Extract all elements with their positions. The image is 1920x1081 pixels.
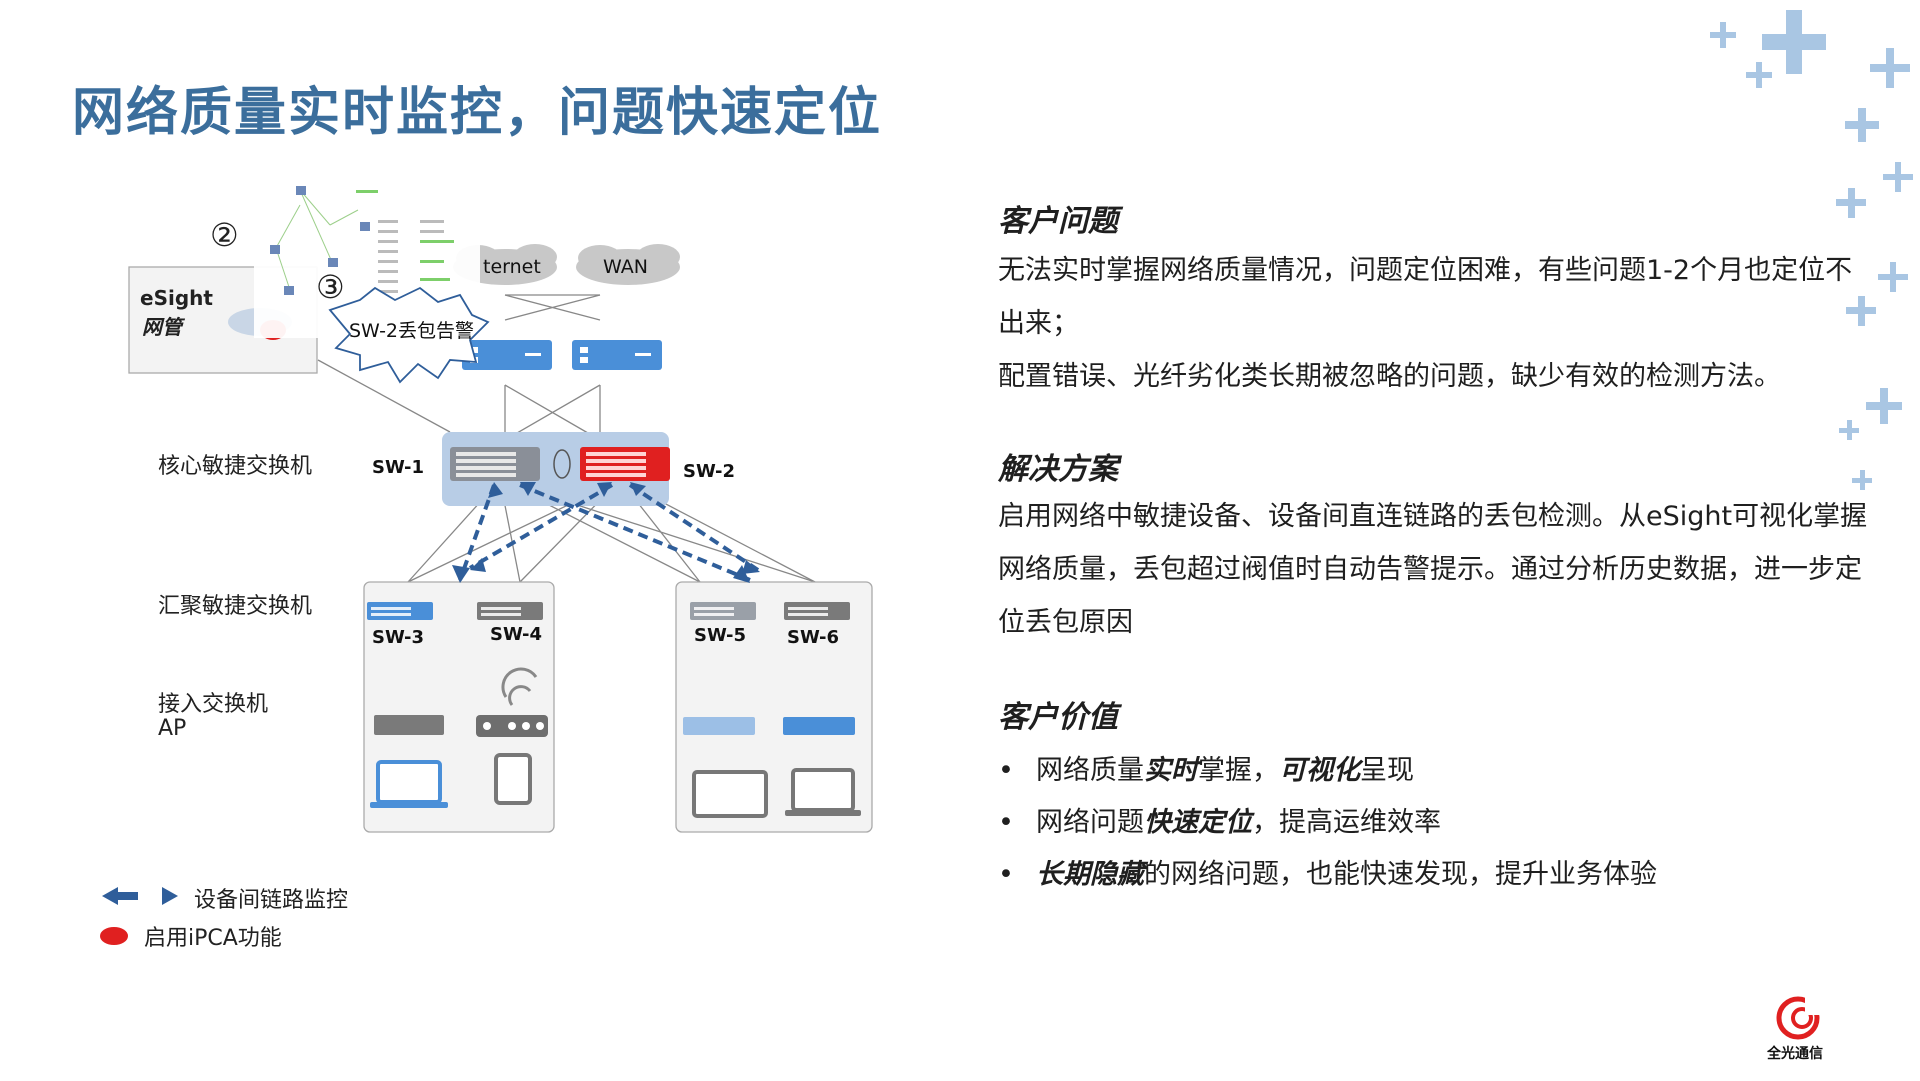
alarm-starburst bbox=[328, 286, 490, 384]
access-switch-label: 接入交换机 bbox=[158, 692, 269, 717]
alarm-label: SW-2丢包告警 bbox=[349, 320, 475, 342]
legend-icons bbox=[100, 887, 178, 945]
esight-title: eSight bbox=[140, 286, 213, 310]
sw2-device bbox=[580, 447, 670, 481]
value-bullet-2: •网络问题快速定位，提高运维效率 bbox=[998, 807, 1441, 838]
esight-subtitle: 网管 bbox=[142, 315, 182, 339]
bullet-dot: • bbox=[998, 859, 1014, 890]
company-logo-icon bbox=[1776, 996, 1821, 1040]
legend-ipca-icon bbox=[100, 927, 128, 945]
edge-device-1 bbox=[462, 340, 552, 370]
sw3-label: SW-3 bbox=[372, 627, 425, 648]
core-switch-label: 核心敏捷交换机 bbox=[158, 454, 313, 479]
sw4-label: SW-4 bbox=[490, 624, 543, 645]
legend-link-label: 设备间链路监控 bbox=[194, 888, 349, 913]
wan-label: WAN bbox=[603, 256, 648, 278]
sw3-device bbox=[367, 602, 433, 620]
bullet-dot: • bbox=[998, 755, 1014, 786]
step-3-marker: ③ bbox=[316, 268, 345, 306]
legend-ipca-label: 启用iPCA功能 bbox=[144, 926, 282, 951]
tablet-icon bbox=[494, 753, 532, 805]
value-bullet-3: •长期隐藏的网络问题，也能快速发现，提升业务体验 bbox=[998, 859, 1657, 890]
decorative-plus-pattern bbox=[1710, 10, 1913, 490]
value-bullet-1: •网络质量实时掌握，可视化呈现 bbox=[998, 755, 1414, 786]
internet-label: ternet bbox=[483, 256, 541, 278]
bullet-dot: • bbox=[998, 807, 1014, 838]
section-customer-problem-title: 客户问题 bbox=[998, 204, 1118, 239]
solution-text: 启用网络中敏捷设备、设备间直连链路的丢包检测。从eSight可视化掌握网络质量，… bbox=[998, 501, 1868, 638]
access-switch-right-b bbox=[783, 717, 855, 735]
network-topology-diagram bbox=[128, 180, 873, 833]
ap-label: AP bbox=[158, 716, 187, 741]
sw2-label: SW-2 bbox=[683, 461, 736, 482]
customer-problem-text-2: 配置错误、光纤劣化类长期被忽略的问题，缺少有效的检测方法。 bbox=[998, 361, 1781, 392]
sw1-device bbox=[450, 447, 540, 481]
access-switch-right-a bbox=[683, 717, 755, 735]
sw6-label: SW-6 bbox=[787, 627, 840, 648]
sw4-device bbox=[477, 602, 543, 620]
customer-problem-text-1: 无法实时掌握网络质量情况，问题定位困难，有些问题1-2个月也定位不出来； bbox=[998, 255, 1853, 339]
aggregation-switch-label: 汇聚敏捷交换机 bbox=[158, 594, 313, 619]
laptop-icon-right bbox=[791, 768, 855, 812]
link-monitor-arrows bbox=[458, 483, 760, 582]
sw5-device bbox=[690, 602, 756, 620]
page-title: 网络质量实时监控，问题快速定位 bbox=[72, 83, 883, 143]
wifi-icon bbox=[501, 667, 538, 706]
sw6-device bbox=[784, 602, 850, 620]
legend-arrow-icon bbox=[102, 887, 178, 905]
section-customer-value-title: 客户价值 bbox=[998, 700, 1118, 735]
step-2-marker: ② bbox=[210, 216, 239, 254]
laptop-icon bbox=[376, 760, 442, 804]
sw5-label: SW-5 bbox=[694, 625, 747, 646]
section-solution-title: 解决方案 bbox=[998, 452, 1118, 487]
company-logo-text: 全光通信 bbox=[1767, 1046, 1823, 1062]
sw1-label: SW-1 bbox=[372, 457, 425, 478]
edge-device-2 bbox=[572, 340, 662, 370]
terminal-icon bbox=[692, 770, 768, 818]
access-switch-left bbox=[374, 715, 444, 735]
